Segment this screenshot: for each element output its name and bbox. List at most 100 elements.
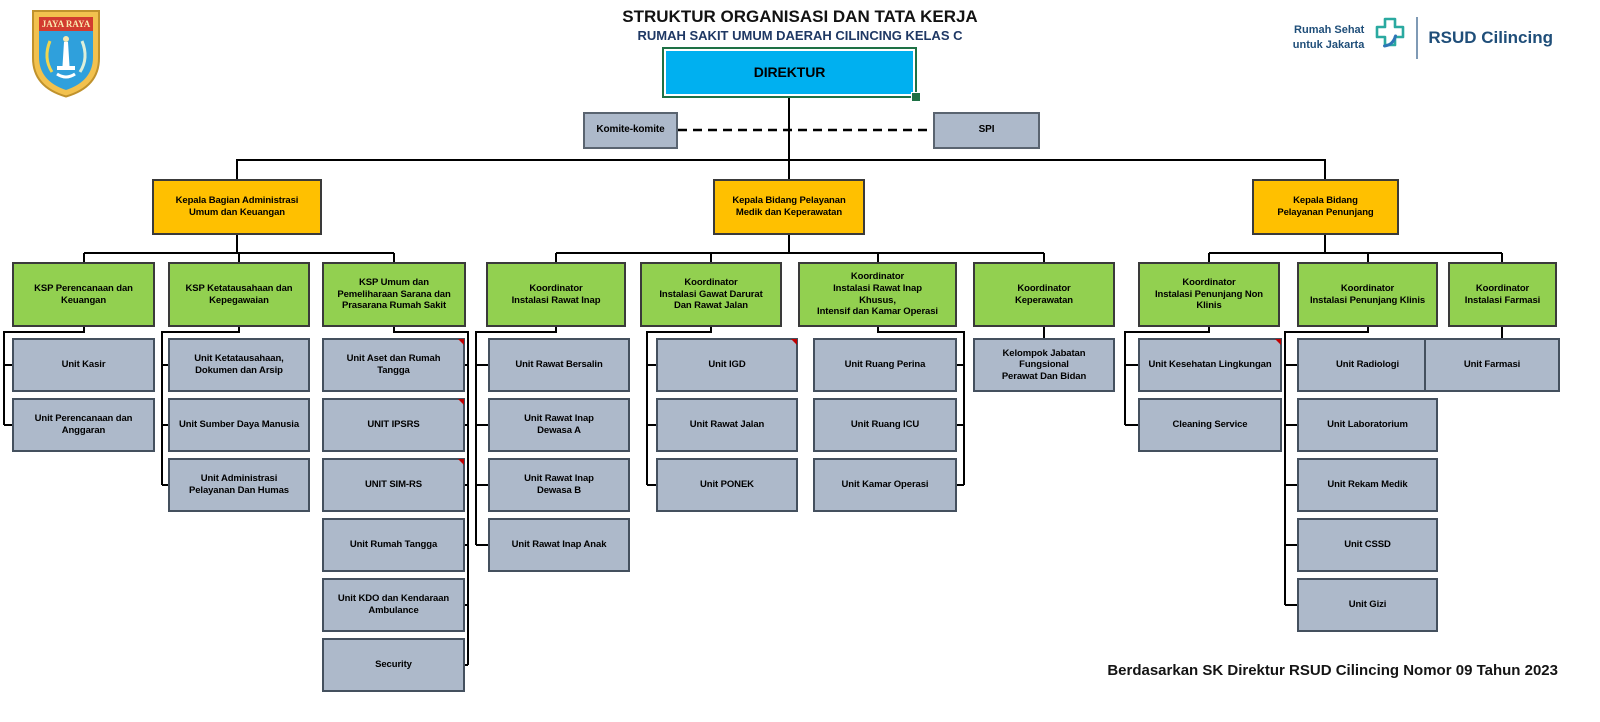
org-box-label: Unit CSSD <box>1344 539 1391 551</box>
node-unit-rawat-inap-dewasa-b[interactable]: Unit Rawat Inap Dewasa B <box>488 458 630 512</box>
comment-marker <box>458 339 464 345</box>
node-ksp-perencanaan-keuangan[interactable]: KSP Perencanaan dan Keuangan <box>12 262 155 327</box>
org-box-label: KSP Perencanaan dan Keuangan <box>34 282 133 306</box>
node-komite-komite[interactable]: Komite-komite <box>583 112 678 149</box>
node-koordinator-penunjang-klinis[interactable]: Koordinator Instalasi Penunjang Klinis <box>1297 262 1438 327</box>
org-box-label: Unit Rawat Inap Dewasa B <box>524 473 594 496</box>
emblem-wreath-left <box>45 40 54 73</box>
footer-note: Berdasarkan SK Direktur RSUD Cilincing N… <box>1107 662 1558 679</box>
org-box-label: Unit Farmasi <box>1463 359 1521 371</box>
node-unit-rekam-medik[interactable]: Unit Rekam Medik <box>1297 458 1438 512</box>
node-unit-rawat-bersalin[interactable]: Unit Rawat Bersalin <box>488 338 630 392</box>
node-koordinator-penunjang-non-klinis[interactable]: Koordinator Instalasi Penunjang Non Klin… <box>1138 262 1280 327</box>
org-box-label: Koordinator Instalasi Gawat Darurat Dan … <box>659 277 763 312</box>
node-direktur[interactable]: DIREKTUR <box>662 47 921 102</box>
brand-tagline: Rumah Sehat untuk Jakarta <box>1293 23 1365 52</box>
org-box-label: Unit Rawat Bersalin <box>515 359 603 371</box>
node-unit-laboratorium[interactable]: Unit Laboratorium <box>1297 398 1438 452</box>
org-box-label: Kepala Bidang Pelayanan Medik dan Kepera… <box>732 195 846 218</box>
node-koordinator-farmasi[interactable]: Koordinator Instalasi Farmasi <box>1448 262 1557 327</box>
comment-marker <box>791 339 797 345</box>
node-kepala-administrasi-umum-keuangan[interactable]: Kepala Bagian Administrasi Umum dan Keua… <box>152 179 322 235</box>
org-box-label: Cleaning Service <box>1172 419 1248 431</box>
node-kelompok-jabatan-fungsional[interactable]: Kelompok Jabatan Fungsional Perawat Dan … <box>973 338 1115 392</box>
node-unit-kasir[interactable]: Unit Kasir <box>12 338 155 392</box>
node-unit-ponek[interactable]: Unit PONEK <box>656 458 798 512</box>
logo-divider <box>1416 16 1419 59</box>
node-ksp-ketatausahaan-kepegawaian[interactable]: KSP Ketatausahaan dan Kepegawaian <box>168 262 310 327</box>
org-box-label: Unit Gizi <box>1348 599 1387 611</box>
org-box-label: KSP Umum dan Pemeliharaan Sarana dan Pra… <box>337 277 451 312</box>
org-box-label: Unit Ruang Perina <box>844 359 926 371</box>
org-box-label: Koordinator Instalasi Rawat Inap <box>511 282 601 306</box>
node-unit-perencanaan-anggaran[interactable]: Unit Perencanaan dan Anggaran <box>12 398 155 452</box>
node-unit-ruang-icu[interactable]: Unit Ruang ICU <box>813 398 957 452</box>
node-unit-aset-rumah-tangga[interactable]: Unit Aset dan Rumah Tangga <box>322 338 465 392</box>
node-unit-ruang-perina[interactable]: Unit Ruang Perina <box>813 338 957 392</box>
emblem-wreath-right <box>78 40 87 73</box>
node-unit-gizi[interactable]: Unit Gizi <box>1297 578 1438 632</box>
health-cross-icon <box>1374 16 1406 59</box>
org-box-label: Unit Rumah Tangga <box>349 539 438 551</box>
node-koordinator-gawat-darurat-rawat-jalan[interactable]: Koordinator Instalasi Gawat Darurat Dan … <box>640 262 782 327</box>
node-unit-kesehatan-lingkungan[interactable]: Unit Kesehatan Lingkungan <box>1138 338 1282 392</box>
org-box-label: Unit Rawat Jalan <box>689 419 765 431</box>
rsud-brand: Rumah Sehat untuk Jakarta RSUD Cilincing <box>1293 16 1553 59</box>
brand-tagline-line2: untuk Jakarta <box>1292 38 1365 51</box>
org-box-label: Unit Sumber Daya Manusia <box>178 419 300 431</box>
org-box-label: KSP Ketatausahaan dan Kepegawaian <box>185 282 293 306</box>
node-unit-security[interactable]: Security <box>322 638 465 692</box>
node-unit-rawat-inap-anak[interactable]: Unit Rawat Inap Anak <box>488 518 630 572</box>
org-box-label: Unit Kesehatan Lingkungan <box>1148 359 1272 371</box>
node-unit-rumah-tangga[interactable]: Unit Rumah Tangga <box>322 518 465 572</box>
emblem-motto-text: JAYA RAYA <box>42 19 91 29</box>
emblem-scroll <box>56 72 76 79</box>
emblem-banner <box>39 17 93 31</box>
org-box-label: Koordinator Instalasi Farmasi <box>1464 282 1541 306</box>
node-koordinator-keperawatan[interactable]: Koordinator Keperawatan <box>973 262 1115 327</box>
org-box-label: Komite-komite <box>596 124 665 136</box>
org-box-label: Security <box>375 659 412 671</box>
org-box-label: DIREKTUR <box>753 63 826 80</box>
node-unit-radiologi[interactable]: Unit Radiologi <box>1297 338 1438 392</box>
node-kepala-pelayanan-medik-keperawatan[interactable]: Kepala Bidang Pelayanan Medik dan Kepera… <box>713 179 865 235</box>
org-box-label: Unit Aset dan Rumah Tangga <box>346 353 441 376</box>
node-unit-ipsrs[interactable]: UNIT IPSRS <box>322 398 465 452</box>
hospital-name: RSUD Cilincing <box>1428 27 1553 47</box>
node-unit-kamar-operasi[interactable]: Unit Kamar Operasi <box>813 458 957 512</box>
org-box-label: Unit Kamar Operasi <box>841 479 929 491</box>
org-box-label: Kelompok Jabatan Fungsional Perawat Dan … <box>1001 347 1087 382</box>
org-box-label: Unit Radiologi <box>1336 359 1399 371</box>
org-box-label: Unit Ruang ICU <box>850 419 920 431</box>
node-unit-kdo-ambulance[interactable]: Unit KDO dan Kendaraan Ambulance <box>322 578 465 632</box>
org-box-label: Unit Kasir <box>61 359 106 371</box>
comment-marker <box>458 459 464 465</box>
node-unit-igd[interactable]: Unit IGD <box>656 338 798 392</box>
org-box-label: UNIT IPSRS <box>367 419 420 431</box>
node-unit-administrasi-pelayanan-humas[interactable]: Unit Administrasi Pelayanan Dan Humas <box>168 458 310 512</box>
node-unit-rawat-inap-dewasa-a[interactable]: Unit Rawat Inap Dewasa A <box>488 398 630 452</box>
jakarta-emblem: JAYA RAYA <box>30 8 102 103</box>
node-unit-ketatausahaan-dokumen-arsip[interactable]: Unit Ketatausahaan, Dokumen dan Arsip <box>168 338 310 392</box>
selection-handle[interactable] <box>911 92 921 102</box>
node-unit-cssd[interactable]: Unit CSSD <box>1297 518 1438 572</box>
node-kepala-pelayanan-penunjang[interactable]: Kepala Bidang Pelayanan Penunjang <box>1252 179 1399 235</box>
node-spi[interactable]: SPI <box>933 112 1040 149</box>
node-unit-farmasi[interactable]: Unit Farmasi <box>1424 338 1560 392</box>
org-box-label: Unit Rekam Medik <box>1327 479 1408 491</box>
node-koordinator-rawat-inap[interactable]: Koordinator Instalasi Rawat Inap <box>486 262 626 327</box>
brand-tagline-line1: Rumah Sehat <box>1294 24 1365 37</box>
node-unit-sim-rs[interactable]: UNIT SIM-RS <box>322 458 465 512</box>
org-box-label: Koordinator Instalasi Penunjang Non Klin… <box>1154 277 1264 312</box>
node-ksp-umum-pemeliharaan[interactable]: KSP Umum dan Pemeliharaan Sarana dan Pra… <box>322 262 466 327</box>
emblem-flame <box>63 36 69 42</box>
node-cleaning-service[interactable]: Cleaning Service <box>1138 398 1282 452</box>
org-box-label: Kepala Bidang Pelayanan Penunjang <box>1277 195 1374 218</box>
node-unit-rawat-jalan[interactable]: Unit Rawat Jalan <box>656 398 798 452</box>
org-box-label: Unit IGD <box>708 359 746 371</box>
node-koordinator-rawat-inap-khusus[interactable]: Koordinator Instalasi Rawat Inap Khusus,… <box>798 262 957 327</box>
comment-marker <box>458 399 464 405</box>
org-box-label: Unit KDO dan Kendaraan Ambulance <box>337 593 450 616</box>
node-unit-sdm[interactable]: Unit Sumber Daya Manusia <box>168 398 310 452</box>
